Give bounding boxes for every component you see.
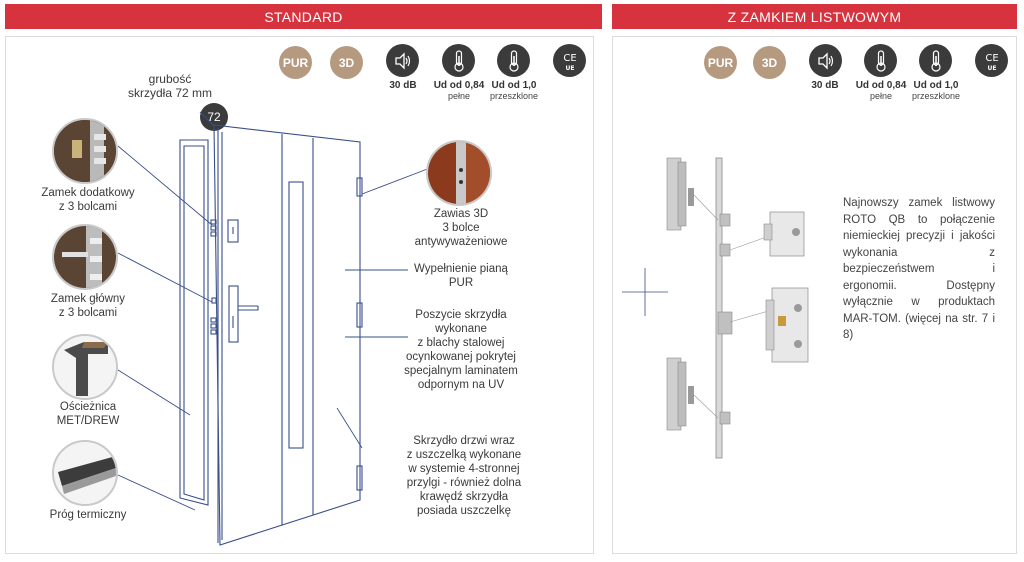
hinge-label: Zawias 3D 3 bolce antywyważeniowe: [414, 208, 508, 248]
3d-badge: 3D: [753, 46, 786, 79]
ce-ue-icon: CE UE: [975, 44, 1008, 77]
header-multipoint-lock: Z ZAMKIEM LISTWOWYM: [612, 4, 1017, 29]
svg-text:CE: CE: [985, 53, 998, 64]
frame-thumbnail: [52, 334, 118, 400]
thermometer-icon: [442, 44, 475, 77]
3d-badge: 3D: [330, 46, 363, 79]
multipoint-lock-diagram: [622, 157, 809, 459]
frame-label: Ościeżnica MET/DREW: [56, 401, 120, 427]
cladding-label: Poszycie skrzydła wykonane z blachy stal…: [404, 309, 518, 391]
door-diagram: [117, 111, 431, 546]
thermometer-icon: [919, 44, 952, 77]
svg-text:CE: CE: [563, 53, 576, 64]
threshold-thumbnail: [52, 440, 118, 506]
svg-text:UE: UE: [987, 65, 996, 72]
ce-ue-icon: CE UE: [553, 44, 586, 77]
panel-multipoint-lock: [612, 36, 1017, 554]
main-lock-label: Zamek główny z 3 bolcami: [50, 293, 126, 319]
thermometer-icon: [864, 44, 897, 77]
extra-lock-thumbnail: [52, 118, 118, 184]
thermometer-icon: [497, 44, 530, 77]
pur-badge: PUR: [279, 46, 312, 79]
sound-insulation-value: 30 dB: [811, 80, 839, 91]
extra-lock-label: Zamek dodatkowy z 3 bolcami: [41, 187, 135, 213]
thickness-label: grubość skrzydła 72 mm: [127, 72, 213, 100]
sound-insulation-value: 30 dB: [389, 80, 417, 91]
threshold-label: Próg termiczny: [49, 509, 127, 521]
speaker-icon: [386, 44, 419, 77]
svg-text:UE: UE: [565, 65, 574, 72]
hinge-thumbnail: [426, 140, 492, 206]
header-standard: STANDARD: [5, 4, 602, 29]
lock-description: Najnowszy zamek listwowy ROTO QB to połą…: [843, 197, 995, 341]
speaker-icon: [809, 44, 842, 77]
gasket-label: Skrzydło drzwi wraz z uszczelką wykonane…: [406, 435, 522, 517]
filling-label: Wypełnienie pianą PUR: [414, 263, 508, 289]
main-lock-thumbnail: [52, 224, 118, 290]
pur-badge: PUR: [704, 46, 737, 79]
